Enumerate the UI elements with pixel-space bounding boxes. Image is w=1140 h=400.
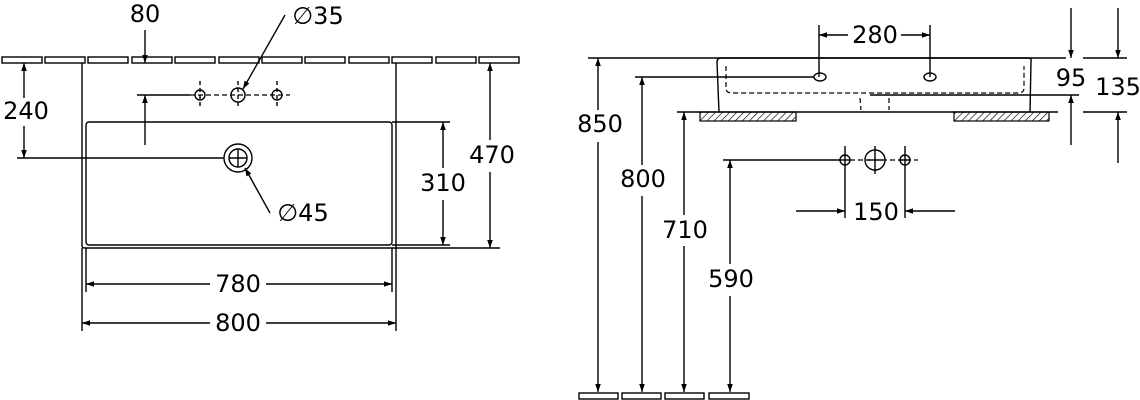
- dim-hole-offset: 80: [130, 0, 161, 28]
- drain-icon: [223, 143, 253, 173]
- basin-outline: [81, 63, 397, 249]
- side-view: 280 150 850 800 710 590: [577, 8, 1140, 400]
- basin-side-outline: [716, 57, 1032, 113]
- wall-outlets: [723, 146, 918, 218]
- dim-drain-depth: 240: [3, 97, 49, 125]
- plan-view: 80 ∅35 240 ∅45 310 470 780 800: [1, 0, 520, 337]
- dim-basin-depth: 310: [420, 169, 466, 197]
- basin-bowl: [85, 121, 393, 246]
- dim-total-width: 800: [215, 309, 261, 337]
- counter-support-left: [699, 111, 797, 122]
- dim-tap-hole: ∅35: [292, 2, 343, 30]
- dim-bowl-depth: 95: [1056, 64, 1087, 92]
- dim-total-depth: 470: [469, 141, 515, 169]
- wall-strip: [1, 56, 520, 64]
- dim-hole-spacing: 280: [852, 21, 898, 49]
- dim-rim-height: 850: [577, 110, 623, 138]
- bowl-hidden-line: [725, 66, 1025, 94]
- dim-total-height: 135: [1095, 73, 1140, 101]
- dim-outlet-height: 590: [708, 265, 754, 293]
- floor-strip: [578, 392, 750, 400]
- dim-outlet-spacing: 150: [853, 198, 899, 226]
- dim-counter-height: 710: [662, 216, 708, 244]
- counter-support-right: [953, 111, 1050, 122]
- dim-drain: ∅45: [277, 199, 328, 227]
- dim-tap-height: 800: [620, 165, 666, 193]
- dim-basin-width: 780: [215, 270, 261, 298]
- tap-holes: [137, 81, 290, 109]
